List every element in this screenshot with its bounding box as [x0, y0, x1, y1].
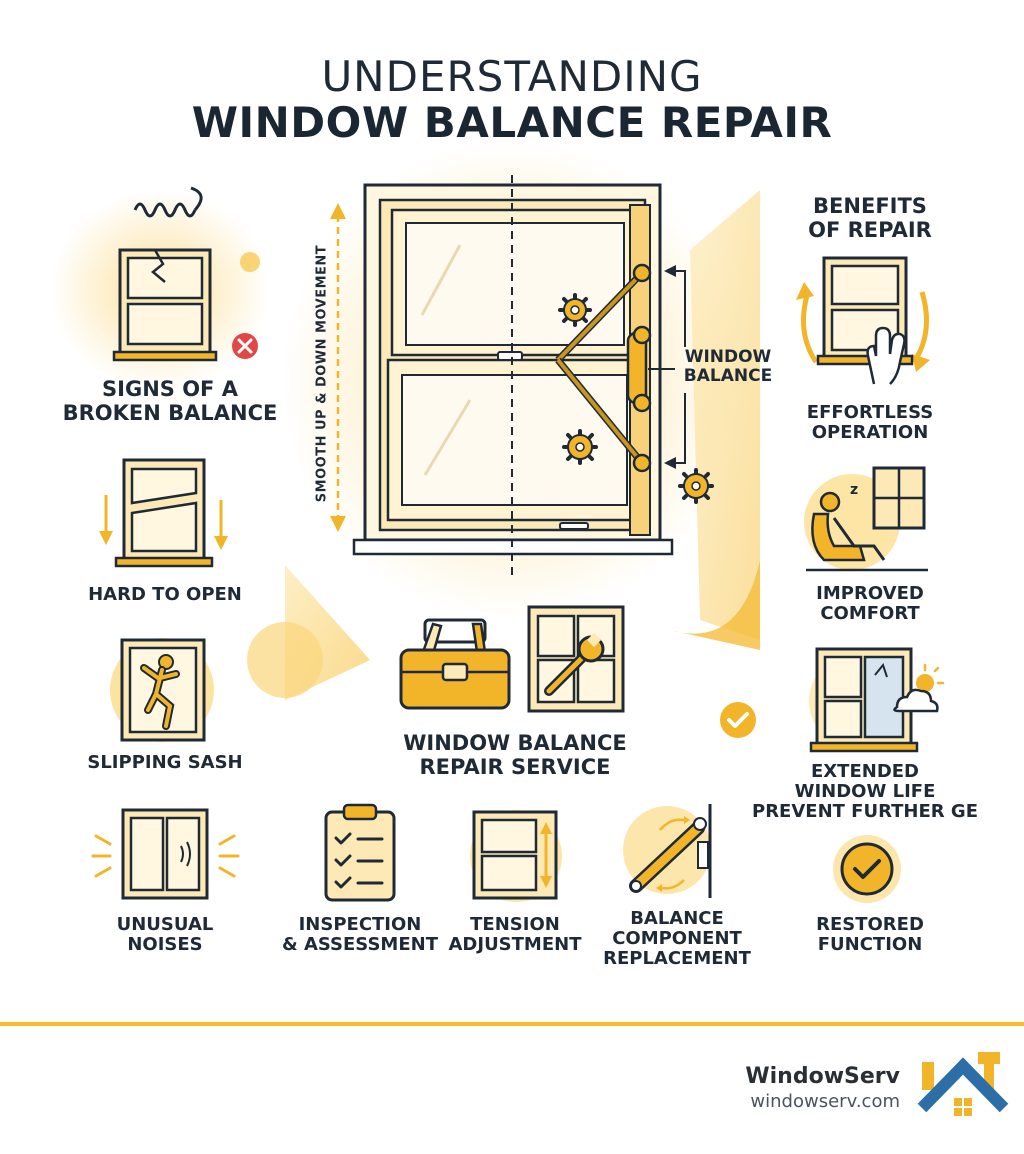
service-step-3-line-3: REPLACEMENT — [603, 948, 751, 970]
benefit-item-1-label: EFFORTLESS OPERATION — [770, 402, 970, 444]
benefit-item-4-label: RESTORED FUNCTION — [770, 914, 970, 956]
house-logo-icon — [917, 1052, 1009, 1116]
benefit-item-3-line-3: PREVENT FURTHER GE — [752, 801, 978, 823]
brand-name: WindowServ — [745, 1064, 900, 1089]
falling-sash-icon — [99, 458, 228, 568]
window-wrench-icon — [527, 605, 625, 713]
hand-window-icon — [796, 256, 930, 385]
brand-url[interactable]: windowserv.com — [750, 1091, 900, 1112]
sign-item-3-line-1: UNUSUAL — [116, 914, 214, 935]
benefits-heading-line-2: OF REPAIR — [808, 217, 932, 242]
gear-icon — [678, 468, 714, 504]
window-balance-label: WINDOW BALANCE — [676, 347, 780, 387]
toolbox-icon — [399, 618, 511, 710]
benefit-item-1-line-2: OPERATION — [811, 422, 929, 444]
sign-item-1-line-1: HARD TO OPEN — [88, 584, 242, 605]
movement-label-text: SMOOTH UP & DOWN MOVEMENT — [314, 244, 330, 503]
service-step-3-line-2: COMPONENT — [612, 928, 742, 950]
title-line-1: UNDERSTANDING — [321, 52, 703, 101]
benefit-item-3-label: EXTENDED WINDOW LIFE PREVENT FURTHER GE — [750, 761, 980, 823]
benefit-item-3-line-1: EXTENDED — [811, 761, 919, 782]
check-circle-icon — [833, 835, 901, 903]
service-step-2-line-1: TENSION — [470, 914, 560, 935]
signs-heading-line-1: SIGNS OF A — [102, 377, 238, 401]
benefit-item-2-line-1: IMPROVED — [816, 583, 924, 604]
sign-item-2-label: SLIPPING SASH — [40, 752, 290, 773]
svg-text:z: z — [850, 482, 858, 498]
benefit-item-3-line-2: WINDOW LIFE — [794, 781, 936, 803]
window-balance-label-line-2: BALANCE — [683, 366, 773, 387]
relaxing-person-icon: z — [804, 466, 928, 572]
service-heading: WINDOW BALANCE REPAIR SERVICE — [360, 731, 670, 779]
window-balance-label-line-1: WINDOW — [684, 347, 772, 367]
service-step-3-label: BALANCE COMPONENT REPLACEMENT — [592, 908, 762, 970]
footer-divider — [0, 1022, 1024, 1026]
sign-item-3-label: UNUSUAL NOISES — [40, 914, 290, 956]
falling-person-icon — [110, 638, 214, 742]
benefit-item-2-label: IMPROVED COMFORT — [770, 583, 970, 625]
balance-linkage — [555, 263, 652, 473]
sign-item-2-line-1: SLIPPING SASH — [87, 752, 243, 773]
tension-window-icon — [470, 810, 562, 902]
weather-window-icon — [809, 647, 945, 753]
gear-icon — [562, 429, 598, 465]
benefit-item-4-line-1: RESTORED — [816, 914, 924, 935]
noisy-window-icon — [91, 808, 240, 900]
service-heading-line-2: REPAIR SERVICE — [419, 754, 611, 779]
title-line-2: WINDOW BALANCE REPAIR — [191, 98, 833, 147]
benefit-item-1-line-1: EFFORTLESS — [806, 402, 934, 423]
service-step-1-line-2: & ASSESSMENT — [282, 934, 438, 956]
service-step-1-label: INSPECTION & ASSESSMENT — [270, 914, 450, 956]
clipboard-checklist-icon — [324, 803, 396, 902]
gear-icon — [558, 293, 592, 327]
main-window-diagram — [330, 175, 686, 575]
sign-item-1-label: HARD TO OPEN — [40, 584, 290, 605]
signs-heading-line-2: BROKEN BALANCE — [62, 400, 278, 425]
benefit-item-4-line-2: FUNCTION — [817, 934, 923, 956]
service-heading-line-1: WINDOW BALANCE — [403, 731, 627, 755]
service-step-3-line-1: BALANCE — [630, 908, 724, 929]
signs-heading: SIGNS OF A BROKEN BALANCE — [40, 377, 300, 425]
benefit-item-2-line-2: COMFORT — [820, 603, 920, 625]
broken-window-icon — [112, 186, 260, 362]
check-badge-icon — [720, 702, 756, 738]
benefits-heading-line-1: BENEFITS — [813, 194, 927, 218]
service-step-1-line-1: INSPECTION — [298, 914, 422, 935]
benefits-heading: BENEFITS OF REPAIR — [770, 194, 970, 242]
sign-item-3-line-2: NOISES — [127, 934, 203, 956]
service-step-2-line-2: ADJUSTMENT — [448, 934, 582, 956]
balance-rod-icon — [623, 804, 712, 898]
service-step-2-label: TENSION ADJUSTMENT — [435, 914, 595, 956]
